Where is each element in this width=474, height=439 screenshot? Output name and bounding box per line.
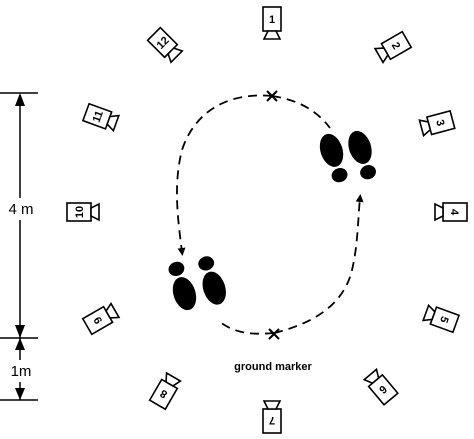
camera-number: 11 bbox=[91, 109, 106, 124]
dimension-label-1m: 1m bbox=[11, 363, 32, 380]
shoe-print-right bbox=[348, 130, 376, 180]
shoe-print-left bbox=[319, 133, 348, 183]
camera-5: 5 bbox=[421, 303, 461, 334]
camera-12: 12 bbox=[146, 26, 184, 64]
ground-marker-top bbox=[266, 90, 278, 102]
dimension-scale: 4 m 1m bbox=[0, 92, 38, 401]
ground-marker-bottom bbox=[268, 328, 280, 340]
footprints-top-right bbox=[319, 130, 376, 183]
camera-8: 8 bbox=[148, 371, 182, 411]
walking-path bbox=[176, 94, 364, 335]
camera-3: 3 bbox=[418, 109, 456, 138]
dimension-label-4m: 4 m bbox=[8, 201, 33, 218]
camera-number: 8 bbox=[158, 387, 169, 400]
camera-number: 10 bbox=[74, 206, 86, 218]
camera-9: 9 bbox=[81, 302, 121, 336]
footprints-bottom-left bbox=[168, 256, 226, 311]
camera-6: 6 bbox=[362, 367, 399, 406]
camera-number: 7 bbox=[269, 414, 275, 426]
camera-number: 3 bbox=[433, 118, 446, 127]
shoe-print-right bbox=[198, 256, 226, 305]
camera-11: 11 bbox=[81, 102, 121, 133]
path-bottom-left-arc bbox=[219, 321, 275, 335]
camera-10: 10 bbox=[66, 202, 100, 222]
path-top-right-arc bbox=[271, 95, 331, 129]
camera-4: 4 bbox=[434, 202, 468, 222]
camera-number: 9 bbox=[92, 314, 105, 325]
camera-1: 1 bbox=[262, 6, 282, 40]
camera-7: 7 bbox=[262, 400, 282, 434]
ground-marker-label: ground marker bbox=[234, 361, 312, 373]
camera-number: 1 bbox=[269, 14, 275, 26]
camera-number: 2 bbox=[389, 40, 402, 51]
path-left-arc bbox=[176, 94, 273, 256]
camera-number: 4 bbox=[448, 209, 460, 216]
path-right-arc bbox=[273, 194, 364, 334]
shoe-print-left bbox=[168, 261, 197, 311]
camera-2: 2 bbox=[373, 30, 413, 64]
camera-number: 5 bbox=[437, 314, 450, 324]
